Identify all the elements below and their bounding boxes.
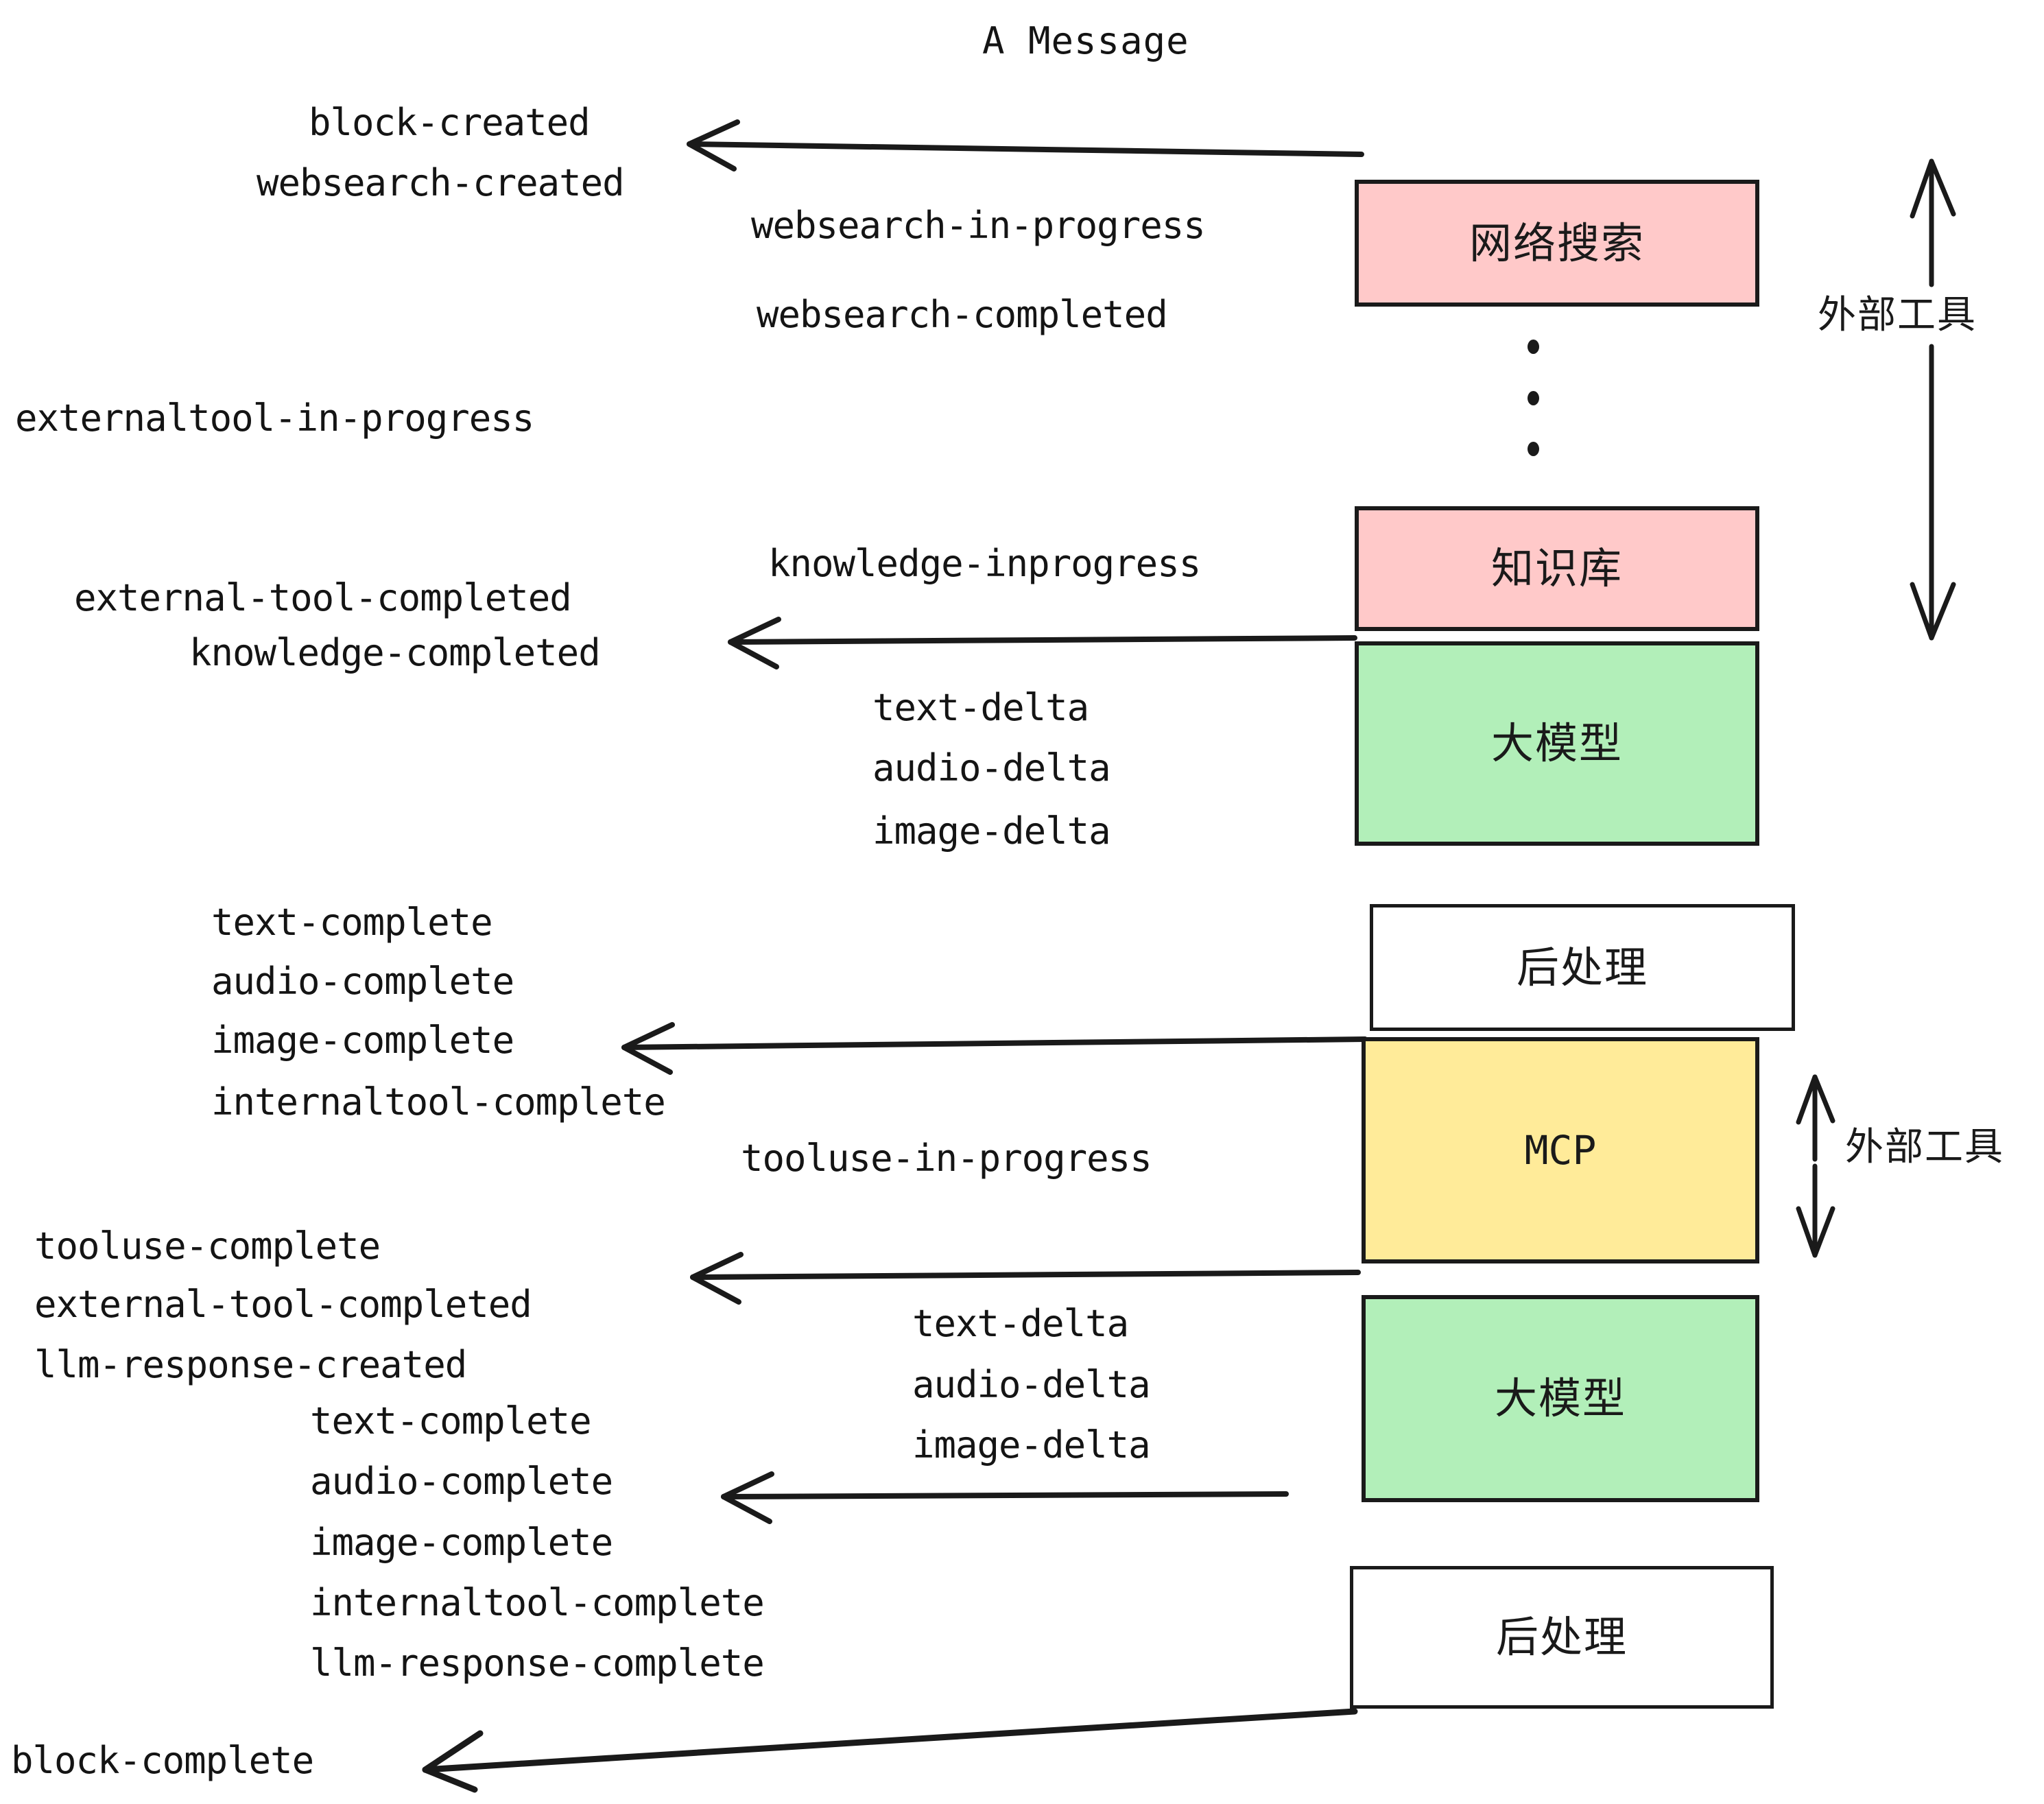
box-postprocess-upper-label: 后处理: [1516, 942, 1648, 993]
event-external-tool-completed-2: external-tool-completed: [34, 1283, 532, 1326]
box-websearch-label: 网络搜索: [1469, 217, 1645, 268]
event-text-complete-1: text-complete: [211, 901, 493, 944]
event-tooluse-complete: tooluse-complete: [34, 1224, 381, 1268]
box-llm-lower[interactable]: 大模型: [1362, 1295, 1759, 1502]
box-knowledge-label: 知识库: [1490, 543, 1623, 593]
arrow-llm-to-audio-complete: [721, 1471, 1289, 1524]
event-block-created: block-created: [309, 101, 591, 144]
vertical-ellipsis: [1526, 340, 1540, 456]
ellipsis-dot: [1527, 442, 1539, 456]
event-knowledge-inprogress: knowledge-inprogress: [768, 542, 1201, 585]
ellipsis-dot: [1527, 340, 1539, 354]
event-internaltool-complete-2: internaltool-complete: [310, 1581, 765, 1624]
event-audio-delta-1: audio-delta: [872, 746, 1111, 790]
external-tools-upper-double-arrow: [1910, 158, 1956, 641]
event-image-delta-2: image-delta: [912, 1423, 1151, 1467]
box-postprocess-lower-label: 后处理: [1495, 1612, 1628, 1662]
box-postprocess-upper[interactable]: 后处理: [1370, 904, 1795, 1031]
arrow-websearch-to-block-created: [687, 119, 1364, 171]
event-text-delta-1: text-delta: [872, 686, 1089, 729]
box-llm-lower-label: 大模型: [1494, 1373, 1626, 1423]
event-internaltool-complete-1: internaltool-complete: [211, 1080, 666, 1124]
box-websearch[interactable]: 网络搜索: [1355, 180, 1759, 307]
page-title: A Message: [982, 19, 1189, 62]
event-text-complete-2: text-complete: [310, 1399, 592, 1443]
event-text-delta-2: text-delta: [912, 1302, 1129, 1345]
box-llm-upper[interactable]: 大模型: [1355, 641, 1759, 846]
event-websearch-completed: websearch-completed: [757, 293, 1168, 336]
event-image-delta-1: image-delta: [872, 809, 1111, 853]
box-postprocess-lower[interactable]: 后处理: [1350, 1566, 1774, 1709]
ellipsis-dot: [1527, 390, 1539, 405]
event-llm-response-complete: llm-response-complete: [310, 1641, 765, 1685]
arrow-knowledge-to-knowledge-completed: [728, 617, 1357, 669]
box-knowledge[interactable]: 知识库: [1355, 506, 1759, 631]
event-llm-response-created: llm-response-created: [34, 1343, 467, 1386]
label-external-tools-upper: 外部工具: [1818, 293, 1977, 337]
box-llm-upper-label: 大模型: [1490, 718, 1623, 768]
event-tooluse-in-progress: tooluse-in-progress: [741, 1137, 1152, 1180]
event-audio-complete-1: audio-complete: [211, 960, 514, 1003]
external-tools-lower-double-arrow: [1796, 1074, 1835, 1258]
event-audio-delta-2: audio-delta: [912, 1363, 1151, 1406]
box-mcp-label: MCP: [1524, 1127, 1597, 1174]
event-audio-complete-2: audio-complete: [310, 1460, 613, 1503]
event-knowledge-completed: knowledge-completed: [189, 631, 601, 674]
arrow-postprocess-to-block-complete: [422, 1708, 1358, 1793]
event-websearch-created: websearch-created: [257, 161, 625, 204]
label-external-tools-lower: 外部工具: [1845, 1125, 2004, 1170]
event-externaltool-in-progress: externaltool-in-progress: [15, 396, 534, 440]
arrow-postprocess-to-image-complete: [621, 1022, 1368, 1075]
arrow-mcp-to-tooluse-complete: [690, 1252, 1361, 1305]
event-block-complete: block-complete: [11, 1739, 314, 1782]
event-external-tool-completed-1: external-tool-completed: [74, 576, 572, 619]
box-mcp[interactable]: MCP: [1362, 1037, 1759, 1263]
event-websearch-in-progress: websearch-in-progress: [751, 204, 1206, 247]
event-image-complete-1: image-complete: [211, 1019, 514, 1062]
event-image-complete-2: image-complete: [310, 1521, 613, 1564]
